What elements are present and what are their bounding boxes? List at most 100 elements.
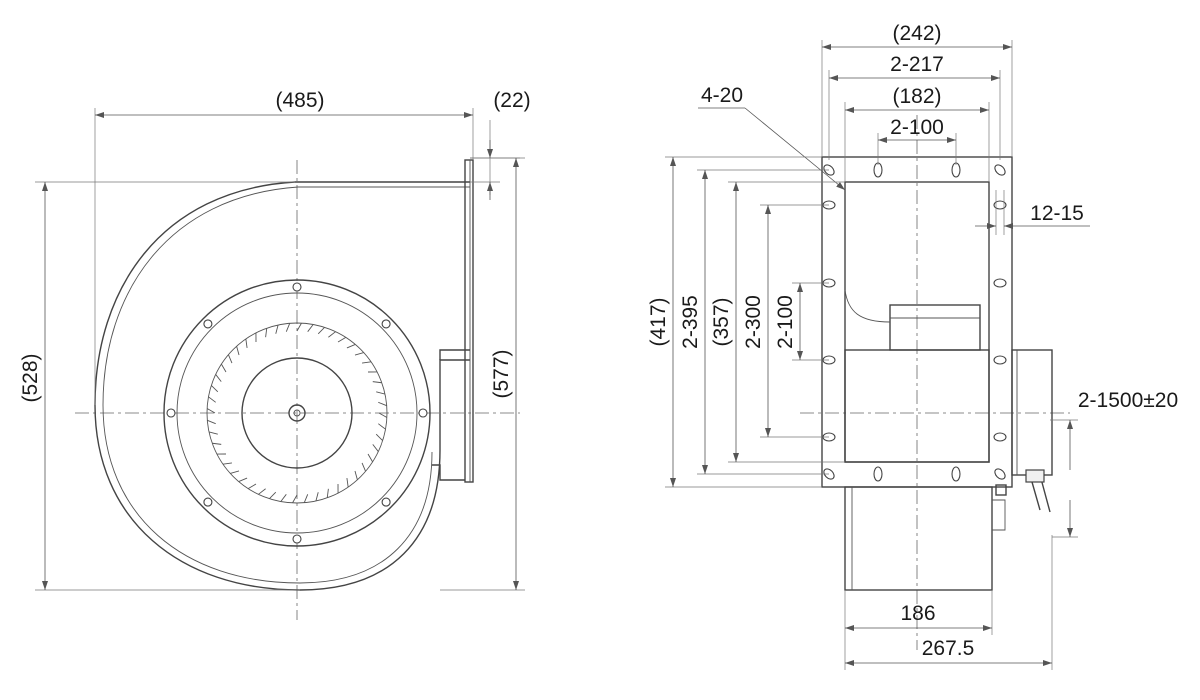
leader-4-20 (744, 107, 846, 191)
flange-slot (993, 355, 1007, 365)
flange-slot (993, 200, 1007, 210)
motor-body-upper (889, 304, 981, 351)
inlet-bolt-holes (166, 282, 428, 544)
impeller-blade (206, 408, 216, 414)
inlet-bolt-hole (292, 282, 302, 292)
impeller-blade (328, 331, 336, 338)
dim-528-label: (528) (19, 353, 42, 402)
impeller-blade (215, 374, 222, 382)
flange-slot (951, 466, 961, 482)
dim-417-label: (417) (647, 297, 670, 346)
impeller-blade (269, 491, 277, 499)
impeller-blade (265, 328, 268, 338)
impeller-blade (372, 444, 379, 452)
bracket (992, 499, 1006, 531)
flange-slot (994, 468, 1006, 480)
impeller-blade (221, 363, 227, 373)
inlet-plate-outer (163, 279, 431, 547)
side-view: (485) (22) (528) (577) (19, 89, 531, 620)
terminal-box (1011, 349, 1053, 476)
dim-2-300-label: 2-300 (742, 295, 765, 349)
dim-2-100-top-label: 2-100 (890, 116, 944, 139)
impeller-blade (280, 494, 287, 502)
outlet-flange (464, 159, 474, 483)
impeller-blade (315, 492, 319, 502)
impeller-blade (361, 361, 372, 364)
impeller-blade (207, 419, 216, 425)
impeller-blade (354, 352, 364, 356)
motor-body (844, 349, 990, 463)
impeller-blade (211, 385, 219, 393)
cable-gland (1025, 469, 1045, 483)
impeller-blade (378, 412, 388, 418)
impeller-blade (372, 381, 382, 384)
hub (288, 404, 306, 422)
impeller-blade (317, 327, 325, 335)
impeller-blade (258, 488, 266, 495)
impeller-hub-ring (241, 357, 353, 469)
flange-slot (873, 162, 883, 178)
impeller-blade (346, 477, 349, 488)
inlet-bolt-hole (203, 497, 213, 507)
dim-267-5-label: 267.5 (922, 637, 975, 660)
inlet-bolt-hole (292, 534, 302, 544)
impeller-blade (326, 488, 329, 498)
flange-slot (994, 164, 1006, 176)
impeller-blade (296, 322, 302, 332)
impeller-blade (375, 433, 383, 441)
dim-2-395-label: 2-395 (679, 295, 702, 349)
label-4-20: 4-20 (701, 84, 743, 107)
hub-center (293, 409, 301, 417)
scroll-tongue (844, 289, 891, 323)
impeller-blade (285, 323, 291, 332)
impeller-blade (228, 354, 233, 364)
inlet-bolt-hole (166, 408, 176, 418)
impeller-blade (275, 324, 279, 334)
impeller-blades (206, 322, 388, 504)
scroll-housing-inner-edge (102, 186, 470, 584)
impeller-blade (337, 337, 347, 343)
flange-slot (873, 466, 883, 482)
impeller-blade (222, 462, 233, 465)
motor-can (844, 486, 993, 591)
impeller-blade (378, 423, 386, 430)
dim-577-label: (577) (490, 349, 513, 398)
impeller-blade (378, 401, 387, 407)
dim-182-label: (182) (892, 85, 941, 108)
impeller-blade (238, 477, 248, 482)
outlet-box (432, 349, 470, 481)
impeller-outer (206, 322, 388, 504)
scroll-housing-outline (94, 181, 470, 591)
inlet-bolt-hole (381, 319, 391, 329)
impeller-blade (346, 344, 356, 349)
impeller-blade (208, 431, 218, 435)
impeller-blade (354, 470, 358, 480)
dim-2-1500-label: 2-1500±20 (1078, 389, 1178, 412)
inlet-bolt-hole (418, 408, 428, 418)
impeller-blade (361, 462, 366, 472)
impeller-blade (367, 453, 373, 463)
dim-2-100-side-label: 2-100 (774, 295, 797, 349)
impeller-blade (376, 391, 386, 395)
impeller-blade (307, 324, 314, 332)
dim-2-217-label: 2-217 (890, 53, 944, 76)
inlet-bolt-hole (381, 497, 391, 507)
dim-22-label: (22) (493, 89, 530, 112)
flange-slot (951, 162, 961, 178)
impeller-blade (208, 396, 216, 403)
impeller-blade (236, 346, 240, 356)
flange-slots (822, 162, 1007, 482)
dim-186-label: 186 (900, 602, 935, 625)
impeller-blade (247, 483, 257, 489)
impeller-blade (245, 338, 248, 349)
flange-slot (993, 432, 1007, 442)
dim-485-label: (485) (275, 89, 324, 112)
dim-242-label: (242) (892, 22, 941, 45)
impeller-blade (303, 494, 309, 503)
impeller-blade (212, 442, 222, 445)
inlet-bolt-hole (203, 319, 213, 329)
flange-slot (993, 278, 1007, 288)
impeller-blade (230, 470, 240, 474)
inlet-plate-inner (176, 292, 418, 534)
